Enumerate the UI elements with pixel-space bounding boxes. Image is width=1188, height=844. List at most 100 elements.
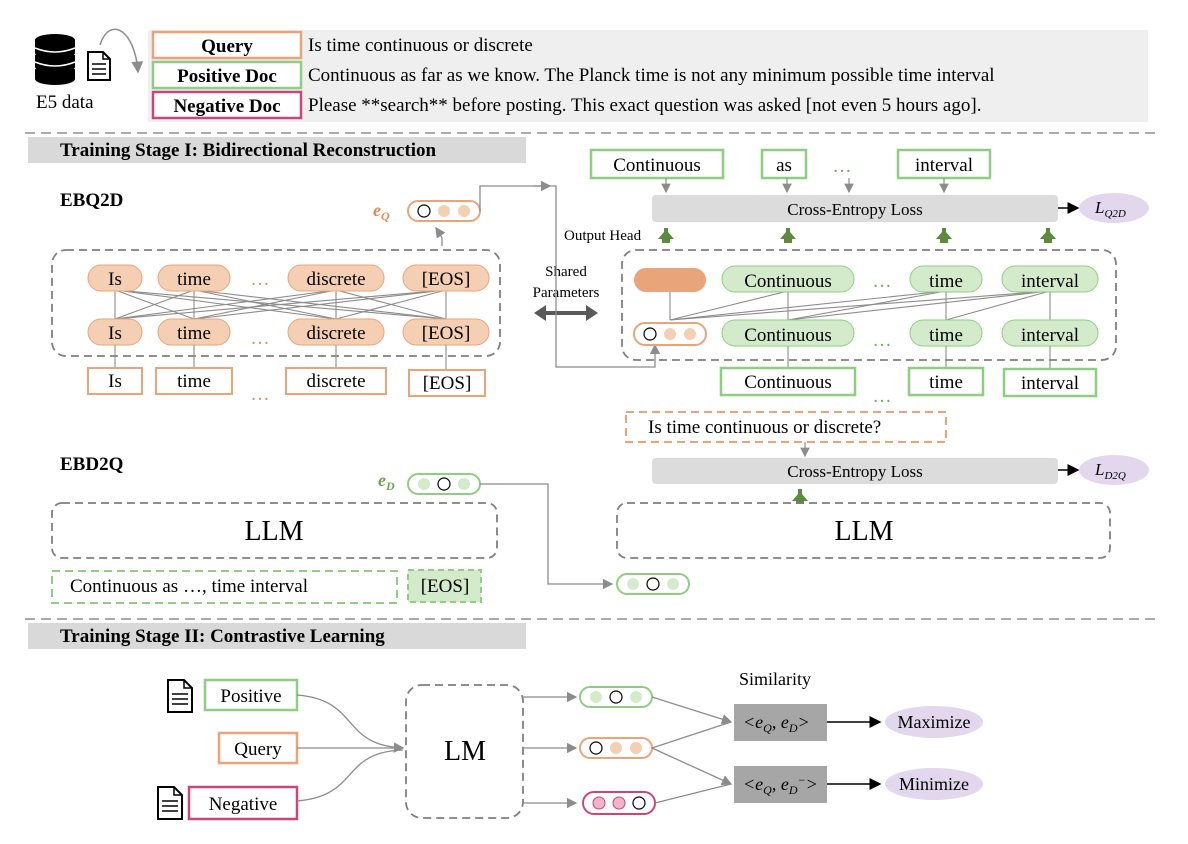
ebd2q-label: EBD2Q	[60, 454, 123, 475]
maximize-label: Maximize	[898, 712, 971, 732]
loss-q2d-badge	[1079, 193, 1149, 223]
dec-bottom-ellipsis: …	[873, 330, 892, 351]
dec-input-token: Continuous	[744, 372, 832, 393]
query-embedding-top	[407, 200, 481, 222]
decoder-embedding-output	[634, 268, 706, 292]
negative-label: Negative Doc	[173, 96, 280, 117]
ebq2d-label: EBQ2D	[60, 190, 123, 211]
ce-loss-bottom	[652, 458, 1058, 484]
eq-connector	[479, 185, 661, 368]
decoder-top-row: Continuous … time interval	[634, 265, 1099, 293]
decoder-attention-lines	[669, 290, 1051, 321]
shared-label: Shared	[545, 264, 587, 280]
enc-bottom-token: discrete	[306, 323, 365, 344]
dec-top-token: Continuous	[744, 271, 832, 292]
sim-pos-box	[734, 704, 827, 741]
enc-bottom-ellipsis: …	[251, 328, 270, 349]
stage2-title: Training Stage II: Contrastive Learning	[60, 626, 385, 647]
encoder-inputs: Is time … discrete [EOS]	[87, 367, 486, 405]
similarity-label: Similarity	[739, 669, 811, 689]
enc-input-token: [EOS]	[423, 373, 472, 394]
output-head-arrows	[658, 228, 1056, 243]
query-label: Query	[201, 36, 253, 57]
stage2-banner	[28, 623, 526, 649]
dec-bottom-token: interval	[1021, 325, 1079, 346]
target-tokens: Continuous as … interval	[589, 148, 992, 180]
ce-loss-bottom-label: Cross-Entropy Loss	[787, 462, 923, 481]
enc-input-ellipsis: …	[251, 384, 270, 405]
enc-top-token: [EOS]	[422, 269, 471, 290]
llm-left-label: LLM	[244, 516, 303, 547]
ce-loss-top-label: Cross-Entropy Loss	[787, 200, 923, 219]
query-box	[217, 731, 299, 765]
negative-box	[187, 785, 299, 821]
dec-top-token: time	[929, 271, 963, 292]
target-query-text: Is time continuous or discrete?	[648, 417, 881, 438]
encoder-block	[51, 249, 501, 357]
enc-input-token: Is	[108, 371, 122, 392]
encoder-bottom-row: Is time … discrete [EOS]	[87, 318, 490, 349]
e5-data-label: E5 data	[36, 92, 94, 113]
enc-input-token: time	[177, 371, 211, 392]
enc-bottom-token: [EOS]	[422, 323, 471, 344]
dec-input-token: interval	[1021, 373, 1079, 394]
ce-loss-top	[652, 195, 1058, 222]
query-embedding-decoder	[633, 322, 707, 346]
lm-block	[405, 684, 524, 819]
loss-d2q: LD2Q	[1094, 460, 1126, 482]
query-box-label: Query	[234, 739, 282, 760]
example-background	[148, 30, 1148, 122]
target-token: Continuous	[613, 155, 701, 176]
llm-right-label: LLM	[834, 516, 893, 547]
enc-top-ellipsis: …	[251, 269, 270, 290]
enc-top-token: Is	[108, 269, 122, 290]
encoder-attention-lines	[114, 289, 447, 320]
dec-bottom-token: Continuous	[744, 325, 832, 346]
negative-text: Please **search** before posting. This e…	[308, 95, 981, 116]
sim-neg-label: <eQ, eD−>	[743, 773, 818, 797]
e5-data-section: E5 data	[34, 28, 144, 113]
query-label-box	[151, 30, 303, 60]
decoder-inputs: Continuous … time interval	[719, 366, 1098, 407]
enc-bottom-token: Is	[108, 323, 122, 344]
maximize-badge	[885, 706, 983, 738]
positive-box-label: Positive	[220, 686, 281, 707]
positive-label: Positive Doc	[177, 66, 277, 87]
decoder-bottom-row: Continuous … time interval	[633, 319, 1099, 351]
enc-bottom-token: time	[177, 323, 211, 344]
minimize-label: Minimize	[899, 774, 969, 794]
loss-q2d: LQ2D	[1094, 198, 1126, 220]
sim-pos-label: <eQ, eD>	[743, 712, 810, 735]
stage1-title: Training Stage I: Bidirectional Reconstr…	[60, 140, 437, 161]
target-token: as	[776, 155, 792, 176]
positive-embedding	[579, 686, 653, 708]
dec-input-ellipsis: …	[873, 386, 892, 407]
shared-arrow-icon	[534, 305, 598, 321]
query-embedding	[579, 737, 653, 759]
negative-embedding	[582, 791, 656, 815]
llm-right-block	[616, 502, 1111, 559]
document-icon	[87, 51, 111, 81]
enc-top-token: time	[177, 269, 211, 290]
target-query-box	[625, 411, 947, 443]
enc-input-token: discrete	[306, 371, 365, 392]
target-ellipsis: …	[833, 156, 852, 177]
shared-label-2: Parameters	[533, 285, 600, 301]
encoder-top-row: Is time … discrete [EOS]	[87, 264, 490, 292]
dec-top-token: interval	[1021, 271, 1079, 292]
llm-up-arrow	[792, 489, 808, 504]
stage1-banner	[28, 137, 526, 163]
negative-label-box	[151, 90, 303, 120]
output-head-label: Output Head	[564, 228, 642, 244]
minimize-badge	[885, 768, 983, 800]
negative-box-label: Negative	[209, 794, 278, 815]
dec-input-token: time	[929, 372, 963, 393]
enc-top-token: discrete	[306, 269, 365, 290]
doc-embedding-bottom	[616, 573, 690, 595]
dec-bottom-token: time	[929, 325, 963, 346]
llm-left-block	[51, 502, 498, 559]
doc-embedding-top	[407, 473, 481, 495]
decoder-block	[621, 249, 1117, 361]
query-text: Is time continuous or discrete	[308, 35, 533, 56]
